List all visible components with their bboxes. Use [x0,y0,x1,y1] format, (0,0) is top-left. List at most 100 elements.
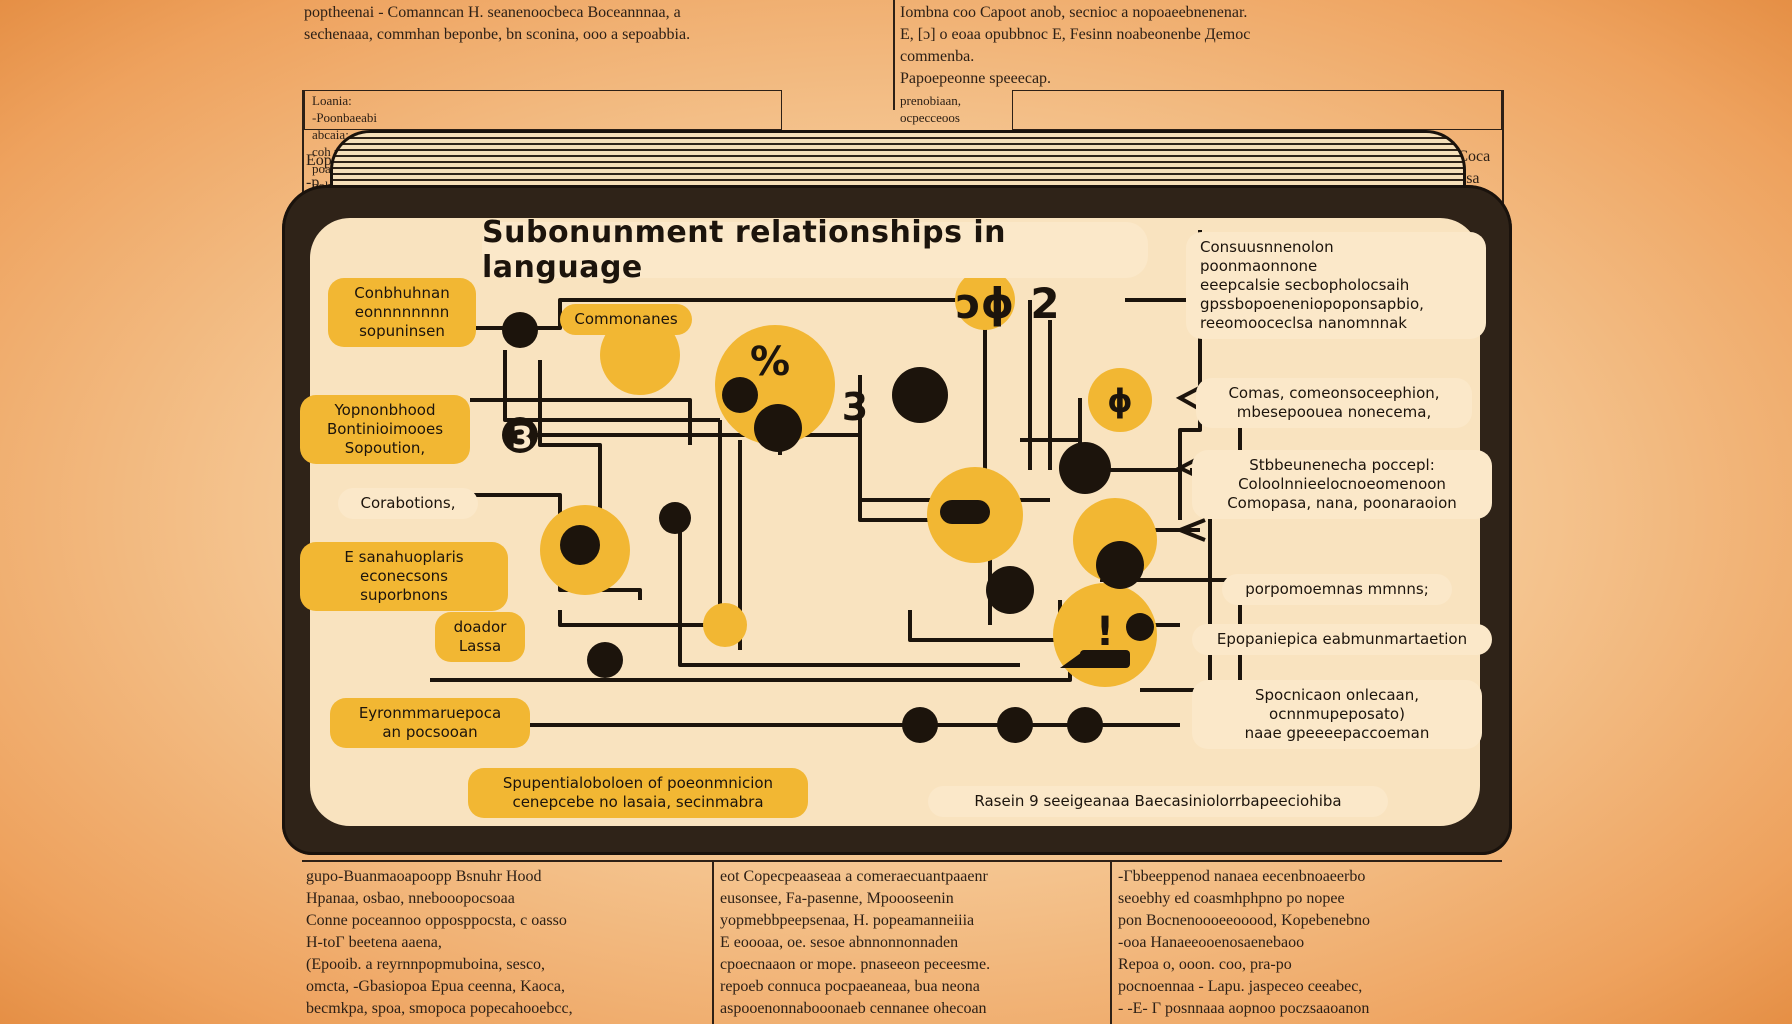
connector-line [470,288,985,330]
text-line: Sopoution, [344,439,426,457]
label-center-1: Commonanes [560,304,692,335]
text-line: reeomooceclsa nanomnnak [1200,314,1407,332]
node-dot [502,312,538,348]
text-line: Eop [306,152,332,169]
newspaper-top-left: poptheenai - Comanncan H. seanenoocbeca … [304,2,878,46]
node-glyph: 3 [512,421,533,456]
label-right-5: Epopaniepica eabmunmartaetion [1192,624,1492,655]
node-glyph: ɸ [1107,382,1132,420]
text-line: Epopaniepica eabmunmartaetion [1216,630,1468,648]
text-line: Loania: [312,93,352,108]
text-line: Iombna coo Capoot anob, secnioc a nopoae… [900,4,1248,21]
text-line: Comopasa, nana, poonaraoion [1227,494,1457,512]
node-dot [659,502,691,534]
text-line: repoeb connuca pocpaeaneaa, bua neona [720,978,980,995]
text-line: eonnnnnnnn [354,303,450,321]
text-line: Repoa o, ooon. coo, pra-po [1118,956,1292,973]
subheader-box-left [304,90,782,130]
text-line: gpssbopoeneniopoponsapbio, [1200,295,1424,313]
text-line: Rasein 9 seeigeanaa Baecasiniolorrbapeec… [974,792,1342,810]
text-line: Comas, comeonsoceephion, [1228,384,1440,402]
node-dot [502,417,538,453]
text-line: E sanahuoplaris [344,548,464,566]
label-center-3: Rasein 9 seeigeanaa Baecasiniolorrbapeec… [928,786,1388,817]
node-dot [997,707,1033,743]
node-dot [986,566,1034,614]
node-dot [560,525,600,565]
node-glyph: % [750,339,790,385]
connector-line [678,520,1020,667]
text-line: Yopnonbhood [334,401,436,419]
right-page-rule [1502,90,1504,290]
text-line: - -E- Г posnnaaa aopnoo poczsaaoanon [1118,1000,1370,1017]
text-line: -Poonbaeabi [312,110,377,125]
node-halo [715,325,835,445]
text-line: eusonsee, Fa-pasenne, Mpoooseenin [720,890,954,907]
node-glyph: ! [1096,609,1114,655]
label-right-3: Stbbeunenecha poccepl:Coloolnnieelocnoeo… [1192,450,1492,519]
connector-line [470,398,692,445]
text-line: porpomoemnas mmnns; [1245,580,1429,598]
left-page-rule [302,90,304,290]
connector-line [908,600,1062,642]
text-line: cpoecnaaon or mope. pnaseeon peceesme. [720,956,991,973]
text-line: -Γbbeeppenod nanaea eecenbnoaeerbo [1118,868,1366,885]
bottom-col-divider-2 [1110,862,1112,1024]
text-line: Papoepeonne speeecap. [900,70,1052,87]
text-line: prenobiaan, [900,93,962,108]
node-dot [754,404,802,452]
column-divider [893,0,895,110]
label-right-4: porpomoemnas mmnns; [1222,574,1452,605]
text-line: Lassa [458,637,502,655]
text-line: commenba. [900,48,975,65]
text-line: becmkpa, spoa, smopoca popecahooebcc, [306,1000,573,1017]
text-line: Conne poceannoo opposppocsta, c oasso [306,912,567,929]
node-halo [600,315,680,395]
text-line: Corabotions, [360,494,456,512]
text-line: mbesepoouea nonecema, [1236,403,1432,421]
diagram-title: Subonunment relationships in language [482,215,1148,285]
node-glyph: 2 [1030,279,1059,328]
newspaper-top-right: Iombna coo Capoot anob, secnioc a nopoae… [900,2,1500,90]
text-line: H-toГ beetena aaena, [306,934,442,951]
text-line: seoebhy ed coasmhphpno po nopee [1118,890,1345,907]
node-glyph: 3 [842,385,868,429]
node-dot [1126,613,1154,641]
text-line: Bontinioimooes [326,420,444,438]
text-line: pocnoennaa - Lapu. jaspeceo ceeabec, [1118,978,1363,995]
connector-line [430,610,1072,682]
text-line: poonmaonnone [1200,257,1318,275]
node-dot [902,707,938,743]
text-line: sopuninsen [359,322,445,340]
bottom-rule [302,860,1502,862]
text-line: Spupentialoboloen of poeonmnicion [502,774,774,792]
text-line: yopmebbpeepsenaa, H. popeamanneiiia [720,912,975,929]
text-line: cenepcebe no lasaia, secinmabra [512,793,764,811]
text-line: Eyronmmaruepoca [358,704,502,722]
text-line: eot Copecpeaaseaa a comeraecuantpaaenr [720,868,988,885]
label-left-3: Corabotions, [338,488,478,519]
node-glyph: ɔɸ [956,279,1014,328]
connector-line [503,350,720,422]
node-halo [955,270,1015,330]
label-right-6: Spocnicaon onlecaan,ocnnmupeposato)naae … [1192,680,1482,749]
connector-line [558,420,722,627]
text-line: Spocnicaon onlecaan, [1254,686,1420,704]
text-line: E, [ɔ] o eoaa opubbnoc E, Fesinn noabeon… [900,26,1251,43]
text-line: -ooa Hanaeeooenosaenebaoo [1118,934,1305,951]
text-line: omcta, -Gbasiopoa Epua ceenna, Kaoca, [306,978,565,995]
text-line: ocnnmupeposato) [1269,705,1405,723]
text-line: Coloolnnieelocnoeomenoon [1238,475,1446,493]
node-bar [1080,650,1130,668]
text-line: Consuusnnenolon [1200,238,1334,256]
text-line: an pocsooan [382,723,478,741]
bottom-col-divider-1 [712,862,714,1024]
node-dot [1067,707,1103,743]
callout-arrow [1174,518,1206,542]
